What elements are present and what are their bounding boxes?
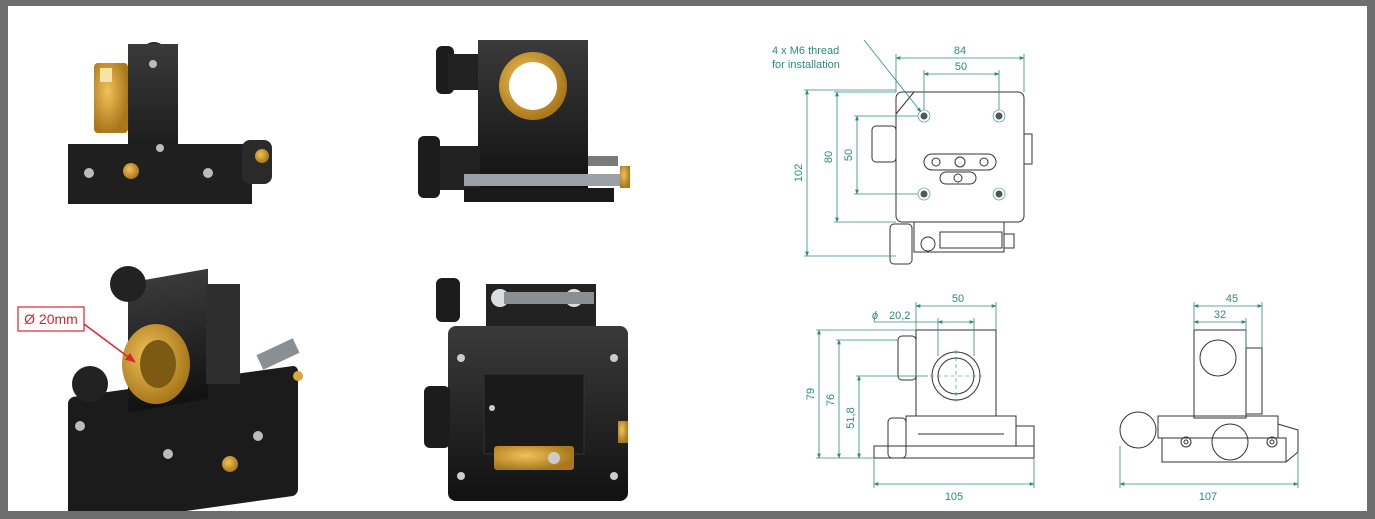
diameter-callout: Ø 20mm xyxy=(17,306,136,363)
dim-top-50: 50 xyxy=(952,293,964,305)
thread-note-line1: 4 x M6 thread xyxy=(772,45,839,57)
thread-note-line2: for installation xyxy=(772,59,840,71)
dim-height-51-8: 51,8 xyxy=(845,407,857,428)
dim-width-50: 50 xyxy=(955,61,967,73)
diameter-callout-label: Ø 20mm xyxy=(24,311,78,327)
drawing-top-view: 4 x M6 thread for installation 84 50 102… xyxy=(772,39,1033,265)
dim-height-50: 50 xyxy=(843,149,855,161)
dim-base-107: 107 xyxy=(1199,491,1217,503)
dim-height-76: 76 xyxy=(825,394,837,406)
dim-bore-20-2: 20,2 xyxy=(889,310,910,322)
dim-height-102: 102 xyxy=(793,164,805,182)
photo-front-view xyxy=(418,40,630,202)
dim-height-79: 79 xyxy=(805,388,817,400)
bore-symbol: ϕ xyxy=(872,310,878,322)
dim-inner-32: 32 xyxy=(1214,309,1226,321)
drawing-side-view: 45 32 107 xyxy=(1119,293,1299,503)
dim-base-105: 105 xyxy=(945,491,963,503)
dim-width-84: 84 xyxy=(954,45,966,57)
photo-back-view xyxy=(424,278,628,501)
drawing-front-view: 50 ϕ 20,2 79 76 51,8 105 xyxy=(805,293,1035,503)
dim-outer-45: 45 xyxy=(1226,293,1238,305)
dim-height-80: 80 xyxy=(823,151,835,163)
drawing-sheet: Ø 20mm xyxy=(8,6,1367,511)
photo-top-view xyxy=(68,42,272,204)
photo-isometric-view xyxy=(68,266,303,511)
